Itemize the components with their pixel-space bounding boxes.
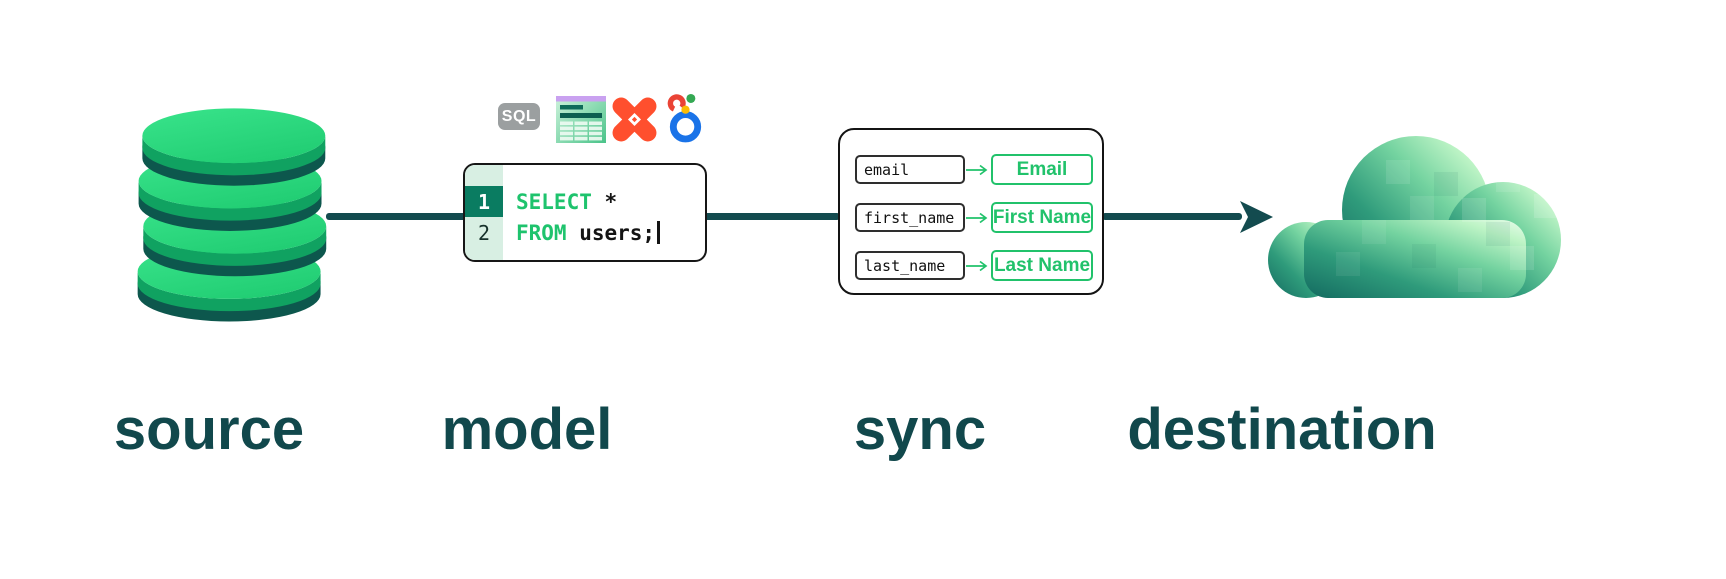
looker-logo-icon: [667, 93, 702, 143]
field-mapping-panel: email Email first_name First Name last_n…: [838, 128, 1104, 295]
sql-keyword: FROM: [516, 220, 567, 245]
sql-code-text: users;: [566, 220, 656, 245]
source-field-box: first_name: [855, 203, 965, 232]
sql-badge: SQL: [498, 103, 540, 130]
flow-arrowhead-icon: [1240, 201, 1273, 233]
db-disk-1: [142, 108, 326, 186]
sql-code-line-2: FROM users;: [516, 217, 661, 248]
destination-field-box: First Name: [991, 202, 1093, 233]
line-number-gutter: 1 2: [465, 165, 503, 260]
stage-label-source: source: [113, 397, 305, 462]
line-number-2: 2: [477, 220, 491, 245]
mapping-row: last_name Last Name: [855, 250, 1093, 281]
mapping-row: email Email: [855, 154, 1093, 185]
mapping-arrow-icon: [966, 260, 988, 271]
dbt-logo-icon: [612, 97, 657, 142]
sql-badge-label: SQL: [501, 107, 537, 125]
stage-label-destination: destination: [1127, 397, 1437, 462]
sql-keyword: SELECT: [516, 189, 592, 214]
source-field-box: last_name: [855, 251, 965, 280]
sql-code-line-1: SELECT *: [516, 186, 660, 217]
source-field-box: email: [855, 155, 965, 184]
database-icon: [137, 108, 327, 322]
cloud-icon: [1268, 136, 1561, 298]
sql-code: SELECT * FROM users;: [503, 165, 661, 260]
pipe-source-to-model: [326, 213, 466, 220]
stage-label-sync: sync: [853, 397, 987, 462]
sql-editor: 1 2 SELECT * FROM users;: [463, 163, 707, 262]
sql-code-text: *: [591, 189, 618, 214]
spreadsheet-icon: [556, 96, 606, 143]
pipe-sync-to-destination: [1102, 213, 1242, 220]
stage-label-model: model: [441, 397, 613, 462]
text-cursor: [657, 221, 661, 244]
mapping-row: first_name First Name: [855, 202, 1093, 233]
cloud-pixel-texture: [1336, 160, 1558, 292]
destination-field-box: Last Name: [991, 250, 1093, 281]
line-number-1: 1: [465, 186, 503, 217]
mapping-arrow-icon: [966, 164, 988, 175]
mapping-arrow-icon: [966, 212, 988, 223]
destination-field-box: Email: [991, 154, 1093, 185]
pipe-model-to-sync: [704, 213, 840, 220]
